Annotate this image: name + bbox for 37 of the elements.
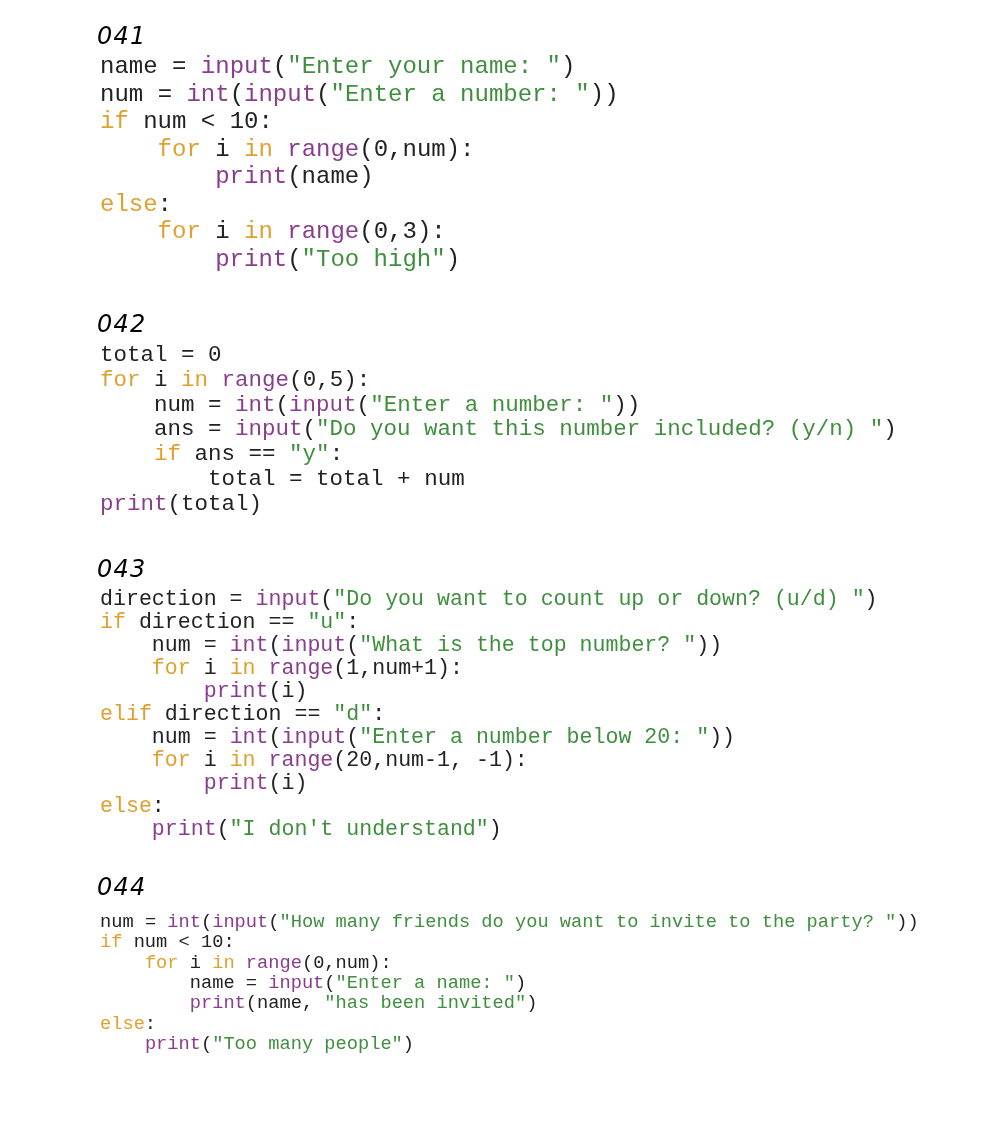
code-line: if num < 10: [100, 933, 235, 952]
code-line: direction = input("Do you want to count up or down? (u/d) ") [100, 589, 878, 611]
exercise-number: 043 [97, 557, 147, 581]
code-line: for i in range(20,num-1, -1): [151, 750, 528, 772]
code-line: num = int(input("Enter a number: ")) [100, 82, 619, 107]
code-line: num = int(input("How many friends do you want to invite to the party? ")) [100, 913, 919, 932]
code-line: num = int(input("Enter a number: ")) [154, 393, 641, 417]
code-line: print(name, "has been invited") [189, 994, 538, 1013]
code-line: if direction == "u": [100, 612, 360, 634]
code-line: for i in range(0,num): [144, 953, 392, 973]
code-line: total = total + num [208, 468, 465, 491]
code-line: if num < 10: [100, 110, 273, 134]
code-line: total = 0 [100, 344, 222, 367]
code-line: print("I don't understand") [151, 819, 502, 841]
code-line: num = int(input("Enter a number below 20: ")) [151, 727, 736, 749]
code-line: print("Too high") [215, 247, 461, 272]
code-line: num = int(input("What is the top number? ")) [151, 635, 723, 657]
code-line: else: [100, 192, 172, 217]
code-line: print(name) [215, 165, 374, 189]
code-line: for i in range(0,3): [157, 220, 446, 244]
code-line: print(i) [203, 681, 308, 703]
exercise-number: 042 [97, 312, 147, 336]
exercise-number: 044 [97, 875, 147, 899]
code-line: if ans == "y": [154, 443, 344, 466]
code-line: for i in range(1,num+1): [151, 658, 463, 680]
code-line: for i in range(0,num): [157, 137, 475, 162]
code-line: print(total) [100, 492, 263, 516]
exercise-number: 041 [97, 24, 147, 48]
code-line: name = input("Enter your name: ") [100, 55, 576, 79]
code-line: ans = input("Do you want this number included? (y/n) ") [154, 418, 897, 441]
code-line: else: [100, 796, 165, 818]
code-line: elif direction == "d": [100, 704, 386, 726]
code-line: else: [100, 1014, 157, 1034]
code-line: for i in range(0,5): [100, 368, 371, 392]
code-line: print("Too many people") [144, 1034, 415, 1054]
code-line: name = input("Enter a name: ") [189, 973, 527, 993]
code-line: print(i) [203, 773, 308, 795]
